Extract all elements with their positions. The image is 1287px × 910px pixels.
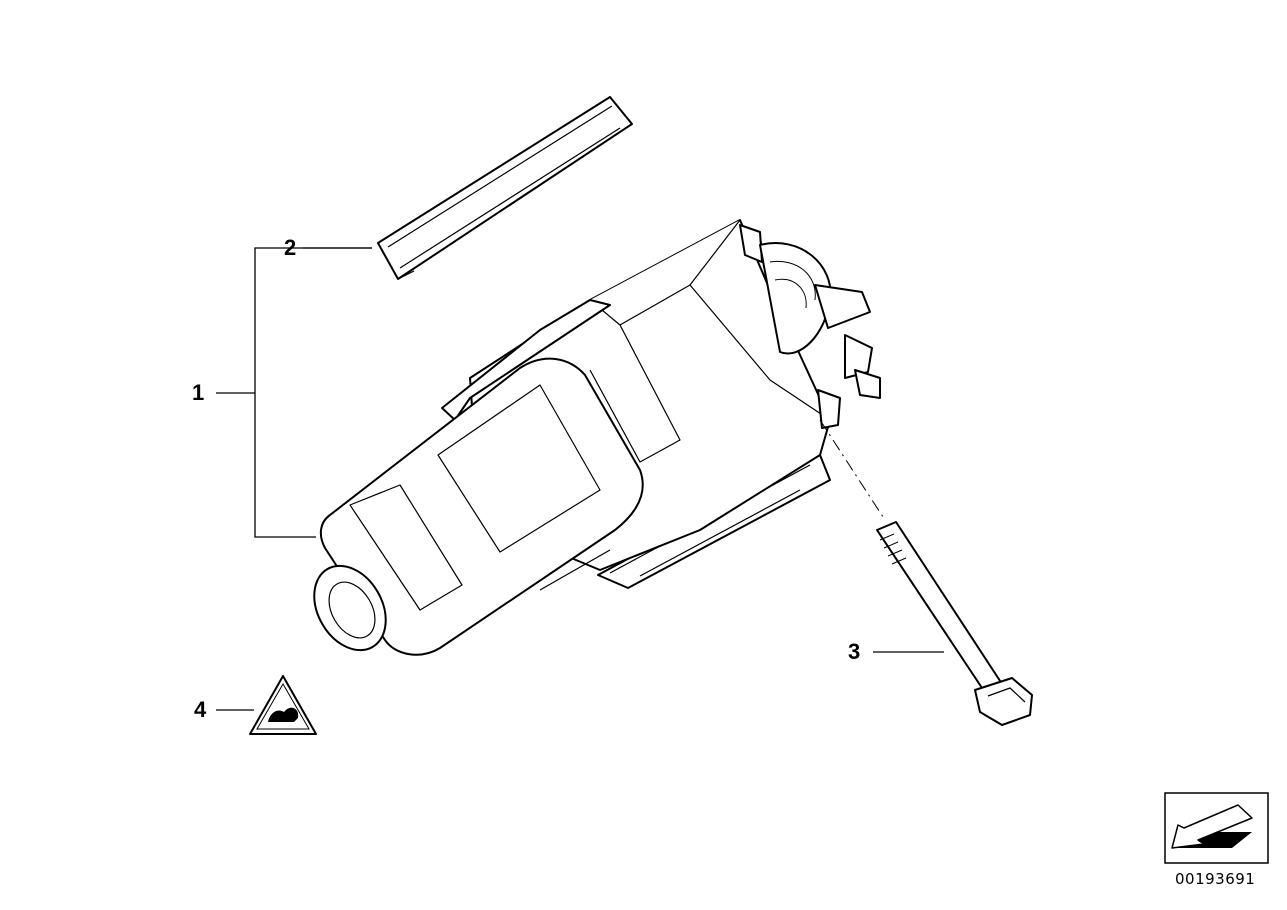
callout-2: 2 (284, 235, 297, 260)
callout-3: 3 (848, 639, 861, 664)
callout-4: 4 (194, 697, 207, 722)
column-assembly (313, 219, 881, 656)
gasket-ring (377, 96, 633, 280)
callout-1: 1 (192, 380, 205, 405)
bracket-line-1 (254, 247, 372, 538)
navigation-symbol (1164, 792, 1269, 864)
bolt (876, 521, 1033, 726)
warning-triangle-icon (249, 675, 317, 735)
document-number: 00193691 (1175, 870, 1256, 888)
leader-lines (216, 247, 944, 711)
arrow-down-left-icon (1171, 804, 1253, 849)
center-line (819, 419, 886, 521)
